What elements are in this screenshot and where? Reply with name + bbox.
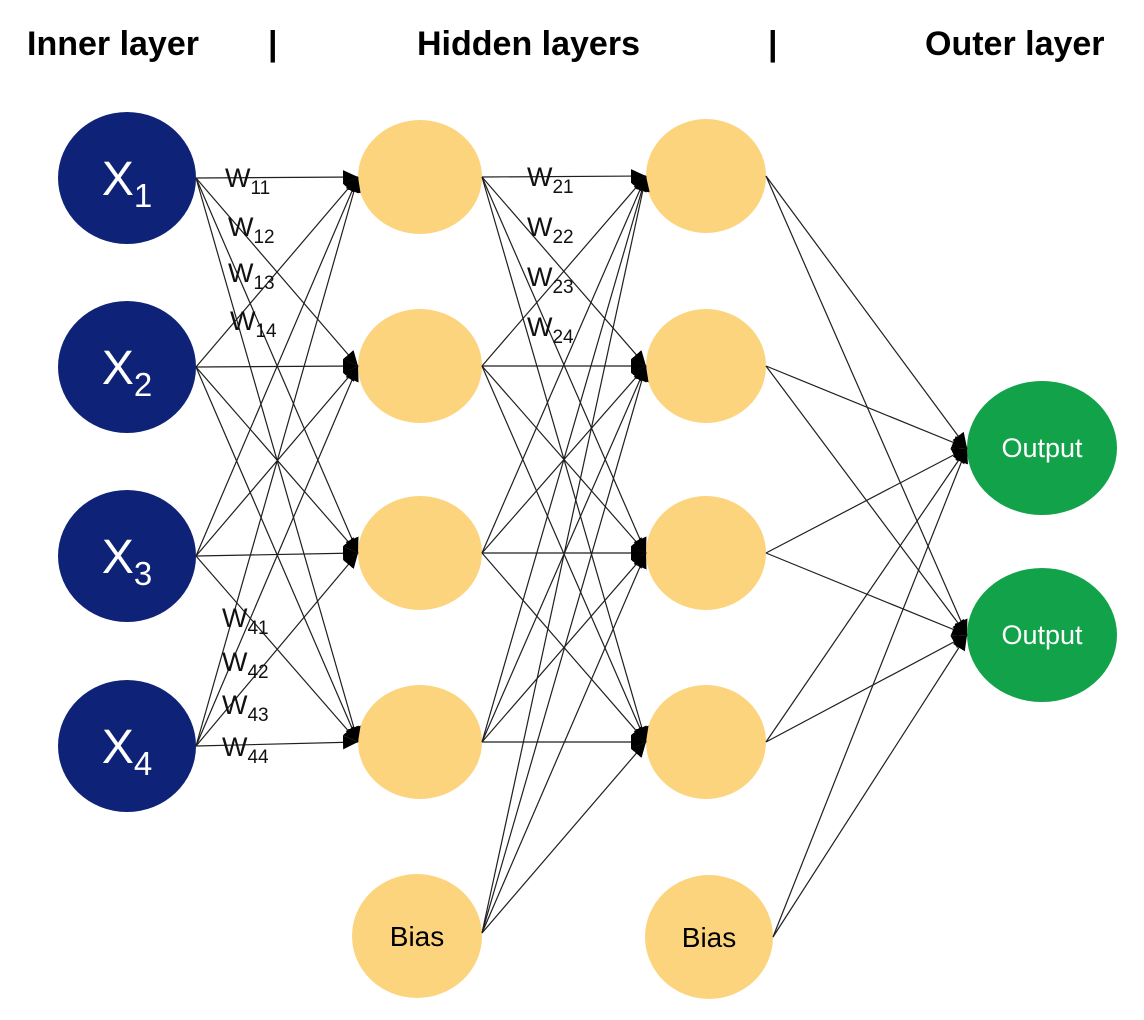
connection-line [481, 365, 649, 934]
weight-label-w12: W12 [228, 212, 275, 248]
input-node-label-3: X3 [102, 531, 152, 592]
edges-layer [195, 169, 968, 938]
hidden2-node-4 [646, 685, 766, 799]
connection-line [481, 552, 647, 934]
output-node-2 [967, 568, 1117, 702]
heading-inner-layer: Inner layer [27, 25, 199, 63]
weight-label-w13: W13 [228, 258, 275, 294]
connection-line [195, 735, 359, 750]
weight-label-w42: W42 [222, 647, 269, 683]
weight-label-w23: W23 [527, 262, 574, 298]
heading-separator-2: | [768, 25, 778, 63]
connection-line [765, 634, 968, 743]
heading-outer-layer: Outer layer [925, 25, 1105, 63]
connection-line [765, 175, 968, 636]
input-node-1 [58, 112, 196, 244]
output-node-label-2: Output [1001, 620, 1083, 650]
hidden2-node-2 [646, 309, 766, 423]
connection-line [481, 741, 647, 934]
connection-line [765, 447, 968, 554]
hidden2-bias-node [645, 875, 773, 999]
connection-line [195, 552, 359, 747]
weight-label-w24: W24 [527, 312, 574, 348]
weight-label-w14: W14 [230, 306, 277, 342]
weight-label-w22: W22 [527, 212, 574, 248]
heading-separator-1: | [268, 25, 278, 63]
hidden1-node-3 [358, 496, 482, 610]
input-node-label-4: X4 [102, 721, 152, 782]
output-node-label-1: Output [1001, 433, 1083, 463]
connection-line [481, 169, 647, 184]
input-node-label-2: X2 [102, 342, 152, 403]
input-node-4 [58, 680, 196, 812]
connection-line [765, 365, 968, 449]
connection-line [481, 175, 647, 367]
connection-line [195, 176, 361, 747]
hidden1-node-4 [358, 685, 482, 799]
heading-hidden-layers: Hidden layers [417, 25, 640, 63]
output-node-1 [967, 381, 1117, 515]
hidden1-node-2 [358, 309, 482, 423]
weight-label-w41: W41 [222, 603, 269, 639]
input-node-2 [58, 301, 196, 433]
hidden2-node-1 [646, 119, 766, 233]
weight-label-w11: W11 [225, 163, 270, 199]
weight-label-w21: W21 [527, 162, 574, 198]
hidden1-node-1 [358, 120, 482, 234]
connection-line [481, 175, 650, 934]
connection-line [195, 176, 359, 557]
weight-label-w43: W43 [222, 690, 269, 726]
connection-line [195, 170, 359, 185]
weight-label-w44: W44 [222, 732, 269, 768]
hidden1-bias-label: Bias [390, 921, 444, 952]
connection-line [195, 176, 359, 368]
hidden1-bias-node [352, 874, 482, 998]
connection-line [765, 447, 968, 743]
connection-line [481, 175, 649, 743]
connection-line [765, 175, 968, 449]
connection-line [195, 365, 359, 747]
connection-line [481, 175, 647, 554]
input-node-3 [58, 490, 196, 622]
hidden2-node-3 [646, 496, 766, 610]
connection-line [772, 634, 968, 938]
connection-line [772, 447, 968, 938]
input-node-label-1: X1 [102, 153, 152, 214]
hidden2-bias-label: Bias [682, 922, 736, 953]
